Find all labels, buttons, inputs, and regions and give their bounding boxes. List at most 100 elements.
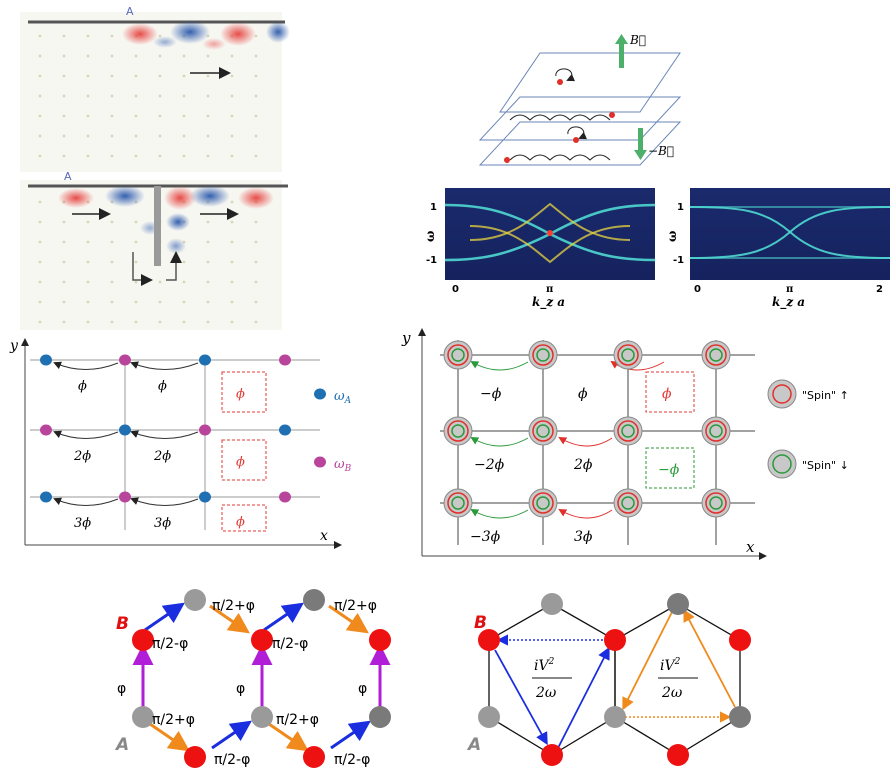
lattice-dot [254, 240, 258, 244]
lattice-dot [182, 260, 186, 264]
plaquette-up-flux: ϕ [662, 386, 672, 402]
lattice-dot [38, 154, 42, 158]
lattice-dot [110, 220, 114, 224]
phase-label: π/2+φ [276, 712, 319, 728]
lattice-dot [206, 220, 210, 224]
edge-wave-blobs [122, 20, 290, 50]
plane-bottom [478, 121, 682, 166]
lattice-dot [206, 320, 210, 324]
lattice-dot [230, 260, 234, 264]
lattice-dot [134, 54, 138, 58]
lattice-dot [134, 320, 138, 324]
lattice-dot [158, 280, 162, 284]
spin-down-orbit [709, 424, 723, 438]
lattice-sites [132, 589, 391, 768]
lattice-site [40, 354, 52, 366]
plaquette-up [645, 371, 695, 413]
lattice-site [369, 629, 391, 651]
spin-down-orbit [451, 496, 465, 510]
field-arrow-up-head [615, 34, 628, 44]
lattice-site [199, 354, 211, 366]
sublattice-b-label: B [474, 613, 487, 633]
lattice-dot [86, 74, 90, 78]
next-nearest-hop [494, 649, 548, 746]
lattice-dot [110, 154, 114, 158]
lattice-dot [38, 240, 42, 244]
lattice-dot [86, 134, 90, 138]
lattice-dot [134, 260, 138, 264]
lattice-dot [134, 300, 138, 304]
cyclotron-orbit [567, 126, 588, 140]
lattice-dot [206, 240, 210, 244]
lattice-dot [158, 154, 162, 158]
spin-lattice: y x −ϕ ϕ −2ϕ 2ϕ −3ϕ 3ϕ ϕ −ϕ "Spin" ↑ [401, 328, 849, 560]
skipping-orbit-bottom [509, 154, 611, 161]
lattice-site [604, 706, 626, 728]
lattice-site [303, 589, 325, 611]
lattice-dot [110, 114, 114, 118]
tick-x: π [546, 284, 553, 295]
spin-up-orbit [447, 492, 469, 514]
coupling-numerator: iV2 [534, 657, 555, 674]
lattice-dot [182, 54, 186, 58]
lattice-dot [110, 134, 114, 138]
lattice-dot [62, 154, 66, 158]
lattice-site [604, 629, 626, 651]
lattice-dot [254, 94, 258, 98]
lattice-dot [206, 114, 210, 118]
tick-y: -1 [673, 255, 684, 266]
lattice-site [119, 424, 131, 436]
next-nearest-hop [557, 646, 610, 749]
lattice-dot [206, 94, 210, 98]
coupling-denominator: 2ω [661, 685, 683, 701]
lattice-dot [182, 114, 186, 118]
detour-arrow-up [166, 251, 182, 281]
lattice-dot [62, 280, 66, 284]
orange-hop [209, 604, 250, 634]
lattice-dot [134, 240, 138, 244]
lattice-dot [86, 154, 90, 158]
edge-state-panel-2: A [20, 170, 288, 330]
lattice-dot [230, 94, 234, 98]
tick-x: 0 [452, 284, 459, 295]
x-axis-label: x [320, 528, 328, 544]
lattice-dot [86, 114, 90, 118]
lattice-dot [182, 280, 186, 284]
spin-up-orbit [532, 420, 554, 442]
lattice-dot [134, 134, 138, 138]
lattice-dot [38, 34, 42, 38]
spin-up-orbit [447, 420, 469, 442]
lattice-dot [38, 94, 42, 98]
lattice-dot [110, 320, 114, 324]
field-arrow-down [638, 128, 643, 152]
spin-up-orbit [617, 420, 639, 442]
lattice-dot [254, 114, 258, 118]
spin-up-orbit [447, 344, 469, 366]
legend-spin-down: "Spin" ↓ [767, 449, 849, 479]
axis-x-label: k_z a [532, 295, 565, 310]
lattice-dot [230, 74, 234, 78]
lattice-dot [158, 74, 162, 78]
lattice-dot [86, 280, 90, 284]
lattice-dot [38, 54, 42, 58]
lattice-site [199, 491, 211, 503]
lattice-dot [230, 220, 234, 224]
skipping-orbit-top [509, 114, 611, 121]
blue-hop [211, 720, 252, 750]
lattice-dot [254, 300, 258, 304]
plane-top [499, 52, 681, 113]
band-cross-b [689, 206, 890, 259]
band-crossing-1 [469, 202, 631, 241]
honeycomb-coupling-lattice: B A iV2 2ω iV2 2ω [466, 593, 751, 766]
lattice-dot [86, 34, 90, 38]
orange-hop [268, 722, 309, 752]
lattice-dot [62, 320, 66, 324]
orbit-particle [504, 157, 510, 163]
lattice-dot [86, 240, 90, 244]
lattice-dot [182, 74, 186, 78]
two-species-lattice: y x ϕ ϕ 2ϕ 2ϕ 3ϕ 3ϕ ϕ ϕ ϕ ωA ωB [9, 338, 352, 549]
defect-wall [154, 186, 161, 266]
lattice-dot [230, 300, 234, 304]
site-label-a: A [126, 5, 134, 18]
lattice-dot [206, 134, 210, 138]
